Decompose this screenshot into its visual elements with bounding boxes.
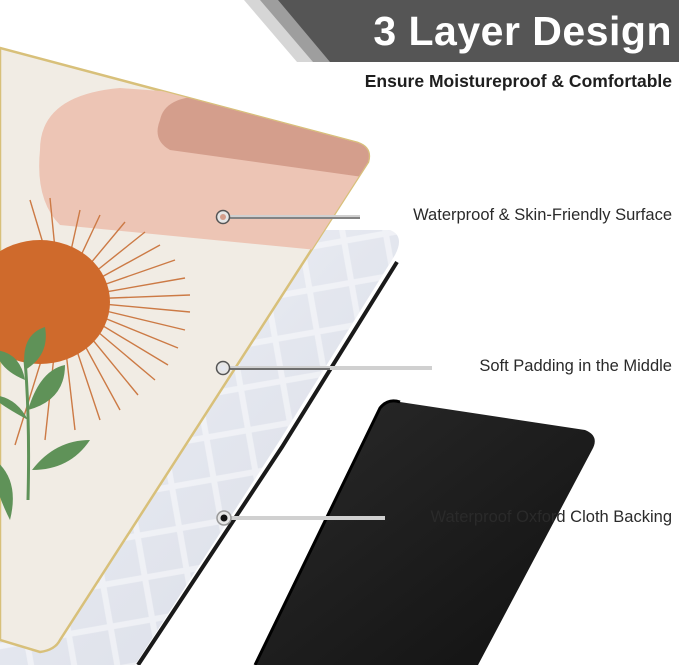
header-banner — [244, 0, 679, 62]
plant — [0, 327, 90, 520]
callout-pointer-backing — [216, 510, 385, 526]
page-title: 3 Layer Design — [373, 8, 672, 54]
page-subtitle: Ensure Moistureproof & Comfortable — [364, 71, 672, 91]
backing-layer — [253, 399, 595, 665]
callout-label-surface: Waterproof & Skin-Friendly Surface — [413, 206, 672, 224]
sun-shape — [0, 240, 110, 364]
callout-pointer-padding — [215, 360, 432, 376]
callout-label-padding: Soft Padding in the Middle — [479, 357, 672, 375]
callout-pointer-surface — [215, 209, 360, 225]
callout-label-backing: Waterproof Oxford Cloth Backing — [430, 508, 673, 526]
